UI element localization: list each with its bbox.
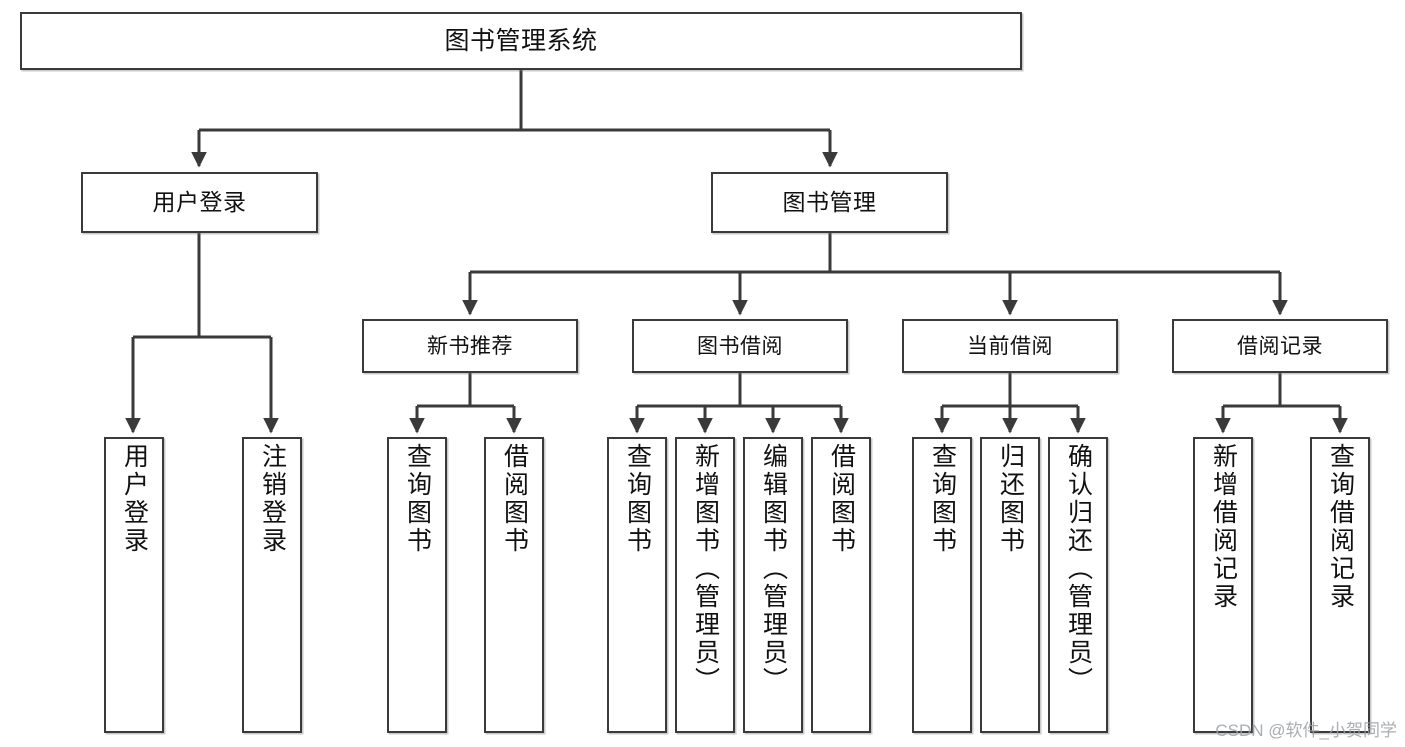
node-new-book-recommend[interactable]: 新书推荐: [362, 319, 578, 373]
node-label: 当前借阅: [967, 334, 1053, 358]
leaf-query-book-borrow[interactable]: 查询图书: [607, 437, 667, 733]
leaf-borrow-book[interactable]: 借阅图书: [811, 437, 871, 733]
node-label: 查询图书: [928, 443, 957, 555]
node-label: 图书管理系统: [444, 26, 598, 55]
node-book-management[interactable]: 图书管理: [711, 172, 948, 233]
leaf-add-book-admin[interactable]: 新增图书（管理员）: [675, 437, 735, 733]
leaf-query-borrow-record[interactable]: 查询借阅记录: [1310, 437, 1370, 733]
csdn-watermark: CSDN @软件_小贺同学: [1215, 721, 1397, 740]
node-label: 归还图书: [996, 443, 1025, 555]
node-label: 新增图书（管理员）: [691, 443, 720, 695]
node-book-borrow[interactable]: 图书借阅: [632, 319, 848, 373]
node-label: 查询图书: [403, 443, 432, 555]
leaf-user-login[interactable]: 用户登录: [104, 437, 164, 733]
node-label: 用户登录: [152, 189, 247, 215]
node-label: 新书推荐: [427, 334, 513, 358]
leaf-confirm-return-admin[interactable]: 确认归还（管理员）: [1048, 437, 1108, 733]
node-label: 查询借阅记录: [1326, 443, 1355, 611]
node-label: 用户登录: [120, 443, 149, 555]
node-label: 编辑图书（管理员）: [759, 443, 788, 695]
node-label: 图书管理: [782, 189, 877, 215]
node-label: 借阅记录: [1237, 334, 1323, 358]
node-label: 图书借阅: [697, 334, 783, 358]
node-label: 查询图书: [623, 443, 652, 555]
leaf-query-book-recommend[interactable]: 查询图书: [387, 437, 447, 733]
node-label: 注销登录: [258, 443, 287, 555]
node-root-book-management-system[interactable]: 图书管理系统: [20, 12, 1022, 70]
node-user-login[interactable]: 用户登录: [81, 172, 318, 233]
node-label: 借阅图书: [500, 443, 529, 555]
node-borrow-record[interactable]: 借阅记录: [1172, 319, 1388, 373]
node-label: 新增借阅记录: [1209, 443, 1238, 611]
leaf-logout[interactable]: 注销登录: [242, 437, 302, 733]
node-label: 确认归还（管理员）: [1064, 443, 1093, 695]
leaf-query-book-current[interactable]: 查询图书: [912, 437, 972, 733]
node-label: 借阅图书: [827, 443, 856, 555]
node-current-borrow[interactable]: 当前借阅: [902, 319, 1118, 373]
leaf-edit-book-admin[interactable]: 编辑图书（管理员）: [743, 437, 803, 733]
leaf-add-borrow-record[interactable]: 新增借阅记录: [1193, 437, 1253, 733]
leaf-borrow-book-recommend[interactable]: 借阅图书: [484, 437, 544, 733]
leaf-return-book[interactable]: 归还图书: [980, 437, 1040, 733]
